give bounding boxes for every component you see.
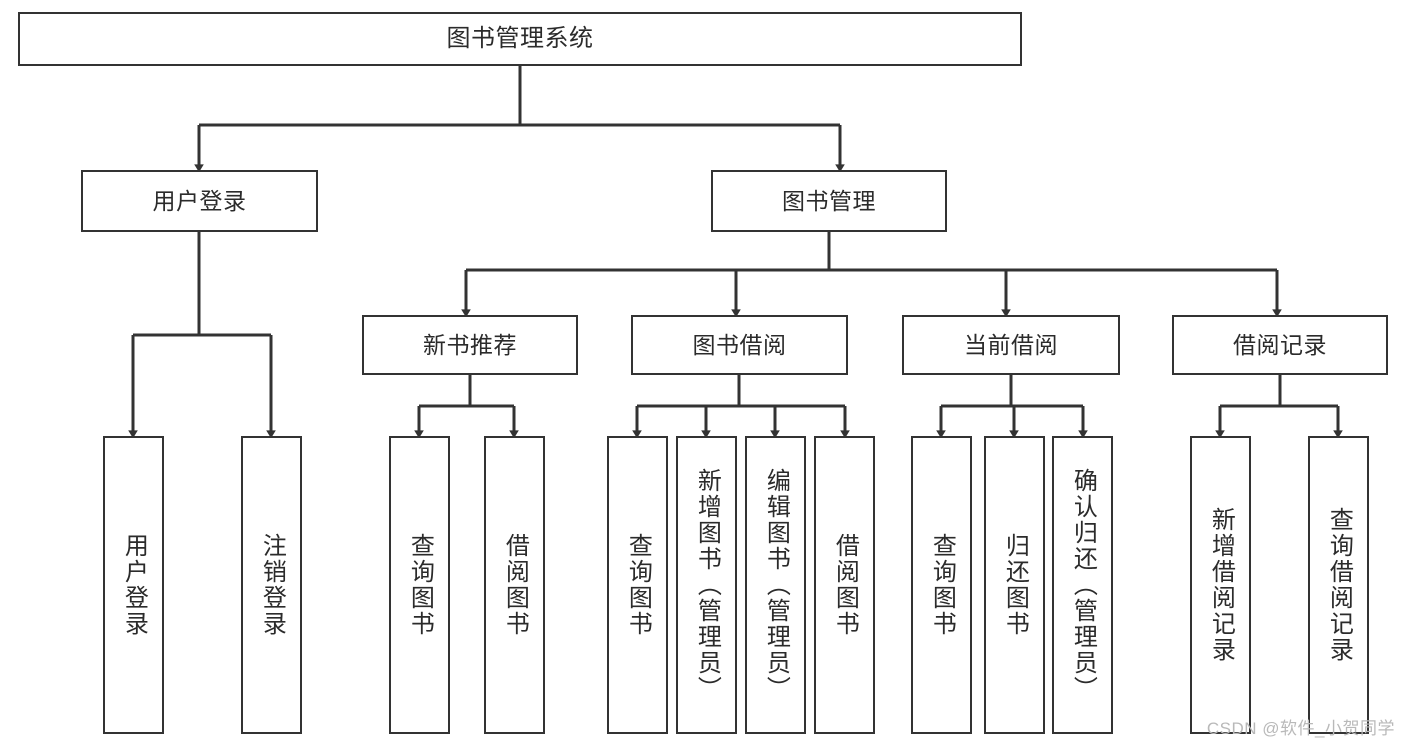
node-new-book-recommend[interactable]: 新书推荐 [362,315,578,375]
node-leaf-query-borrow-record-label: 查询借阅记录 [1325,507,1353,663]
node-borrow-record-label: 借阅记录 [1233,331,1327,358]
node-user-login-label: 用户登录 [152,187,247,214]
node-leaf-query-book-3[interactable]: 查询图书 [911,436,972,734]
node-new-book-recommend-label: 新书推荐 [423,331,517,358]
node-leaf-query-book-3-label: 查询图书 [928,533,956,637]
node-leaf-borrow-book-2-label: 借阅图书 [831,533,859,637]
node-leaf-borrow-book-1[interactable]: 借阅图书 [484,436,545,734]
node-root[interactable]: 图书管理系统 [18,12,1022,66]
node-leaf-user-logout[interactable]: 注销登录 [241,436,302,734]
node-leaf-add-book-admin[interactable]: 新增图书（管理员） [676,436,737,734]
node-leaf-add-borrow-record[interactable]: 新增借阅记录 [1190,436,1251,734]
node-book-borrow[interactable]: 图书借阅 [631,315,848,375]
node-leaf-return-book-label: 归还图书 [1001,533,1029,637]
node-leaf-user-login-label: 用户登录 [120,533,148,637]
watermark-text: CSDN @软件_小贺同学 [1206,719,1395,738]
node-leaf-query-book-1-label: 查询图书 [406,533,434,637]
node-leaf-confirm-return-admin-label: 确认归还（管理员） [1069,468,1097,702]
node-leaf-user-login[interactable]: 用户登录 [103,436,164,734]
node-leaf-query-book-2-label: 查询图书 [624,533,652,637]
node-leaf-add-borrow-record-label: 新增借阅记录 [1207,507,1235,663]
node-leaf-query-borrow-record[interactable]: 查询借阅记录 [1308,436,1369,734]
node-borrow-record[interactable]: 借阅记录 [1172,315,1388,375]
node-leaf-add-book-admin-label: 新增图书（管理员） [693,468,721,702]
node-leaf-user-logout-label: 注销登录 [258,533,286,637]
node-book-manage[interactable]: 图书管理 [711,170,947,232]
node-leaf-borrow-book-2[interactable]: 借阅图书 [814,436,875,734]
node-leaf-edit-book-admin-label: 编辑图书（管理员） [762,468,790,702]
node-leaf-edit-book-admin[interactable]: 编辑图书（管理员） [745,436,806,734]
node-leaf-query-book-1[interactable]: 查询图书 [389,436,450,734]
node-leaf-query-book-2[interactable]: 查询图书 [607,436,668,734]
node-leaf-confirm-return-admin[interactable]: 确认归还（管理员） [1052,436,1113,734]
node-current-borrow-label: 当前借阅 [964,331,1058,358]
node-leaf-borrow-book-1-label: 借阅图书 [501,533,529,637]
node-book-manage-label: 图书管理 [782,187,876,214]
node-user-login[interactable]: 用户登录 [81,170,318,232]
node-leaf-return-book[interactable]: 归还图书 [984,436,1045,734]
node-root-label: 图书管理系统 [446,25,594,52]
node-book-borrow-label: 图书借阅 [692,331,787,358]
node-current-borrow[interactable]: 当前借阅 [902,315,1120,375]
